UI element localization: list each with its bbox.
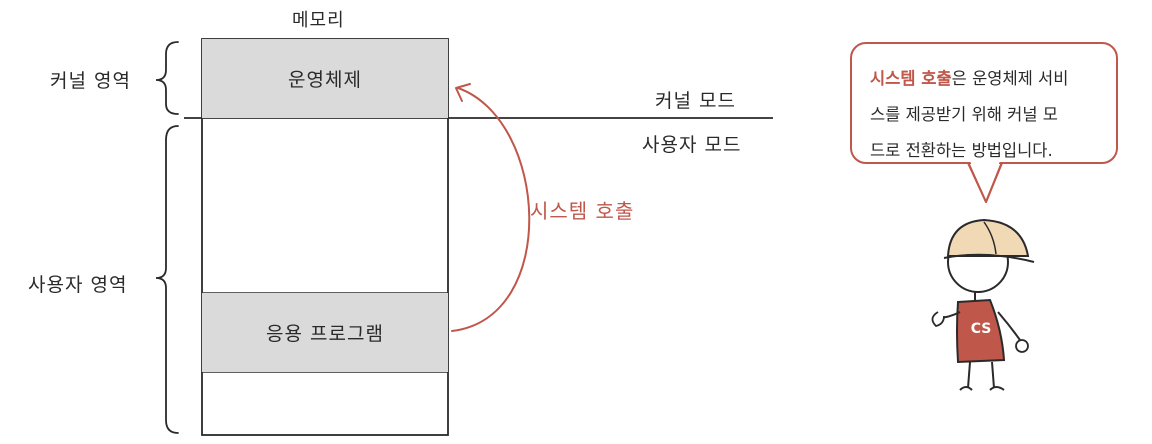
app-block-label: 응용 프로그램: [266, 323, 384, 345]
kernel-region-brace: [155, 41, 179, 115]
application-memory-block: 응용 프로그램: [202, 293, 448, 372]
character-shirt: [956, 298, 1006, 364]
character-left-foot: [959, 386, 973, 391]
speech-line-1-rest: 은 운영체제 서비: [951, 69, 1069, 88]
kernel-mode-label: 커널 모드: [655, 90, 736, 112]
memory-title: 메모리: [292, 10, 345, 31]
system-call-arrow: [451, 87, 531, 332]
user-mode-label: 사용자 모드: [642, 134, 742, 156]
character-right-arm: [997, 311, 1021, 341]
character-left-hand: [931, 311, 945, 327]
user-region-brace: [155, 125, 179, 434]
shirt-text: CS: [971, 321, 992, 337]
system-call-label: 시스템 호출: [530, 199, 635, 223]
hard-hat-ridge: [983, 221, 997, 255]
speech-line-1: 시스템 호출은 운영체제 서비: [870, 61, 1108, 97]
speech-highlight: 시스템 호출: [870, 69, 952, 88]
character-right-foot: [989, 386, 1005, 391]
speech-bubble: 시스템 호출은 운영체제 서비 스를 제공받기 위해 커널 모 드로 전환하는 …: [850, 42, 1118, 164]
os-memory-block: 운영체제: [202, 39, 448, 118]
speech-line-3: 드로 전환하는 방법입니다.: [870, 141, 1053, 160]
system-call-arrowhead: [455, 83, 471, 102]
character-right-leg: [991, 361, 995, 389]
hard-hat-icon: [946, 218, 1030, 257]
hard-hat-brim: [943, 253, 1035, 263]
cs-character-illustration: CS: [931, 218, 1035, 391]
kernel-region-label: 커널 영역: [50, 70, 131, 92]
user-region-label: 사용자 영역: [28, 274, 128, 296]
character-left-leg: [967, 361, 971, 389]
speech-line-2: 스를 제공받기 위해 커널 모: [870, 105, 1058, 124]
character-right-hand: [1015, 339, 1029, 353]
os-block-label: 운영체제: [288, 69, 362, 91]
